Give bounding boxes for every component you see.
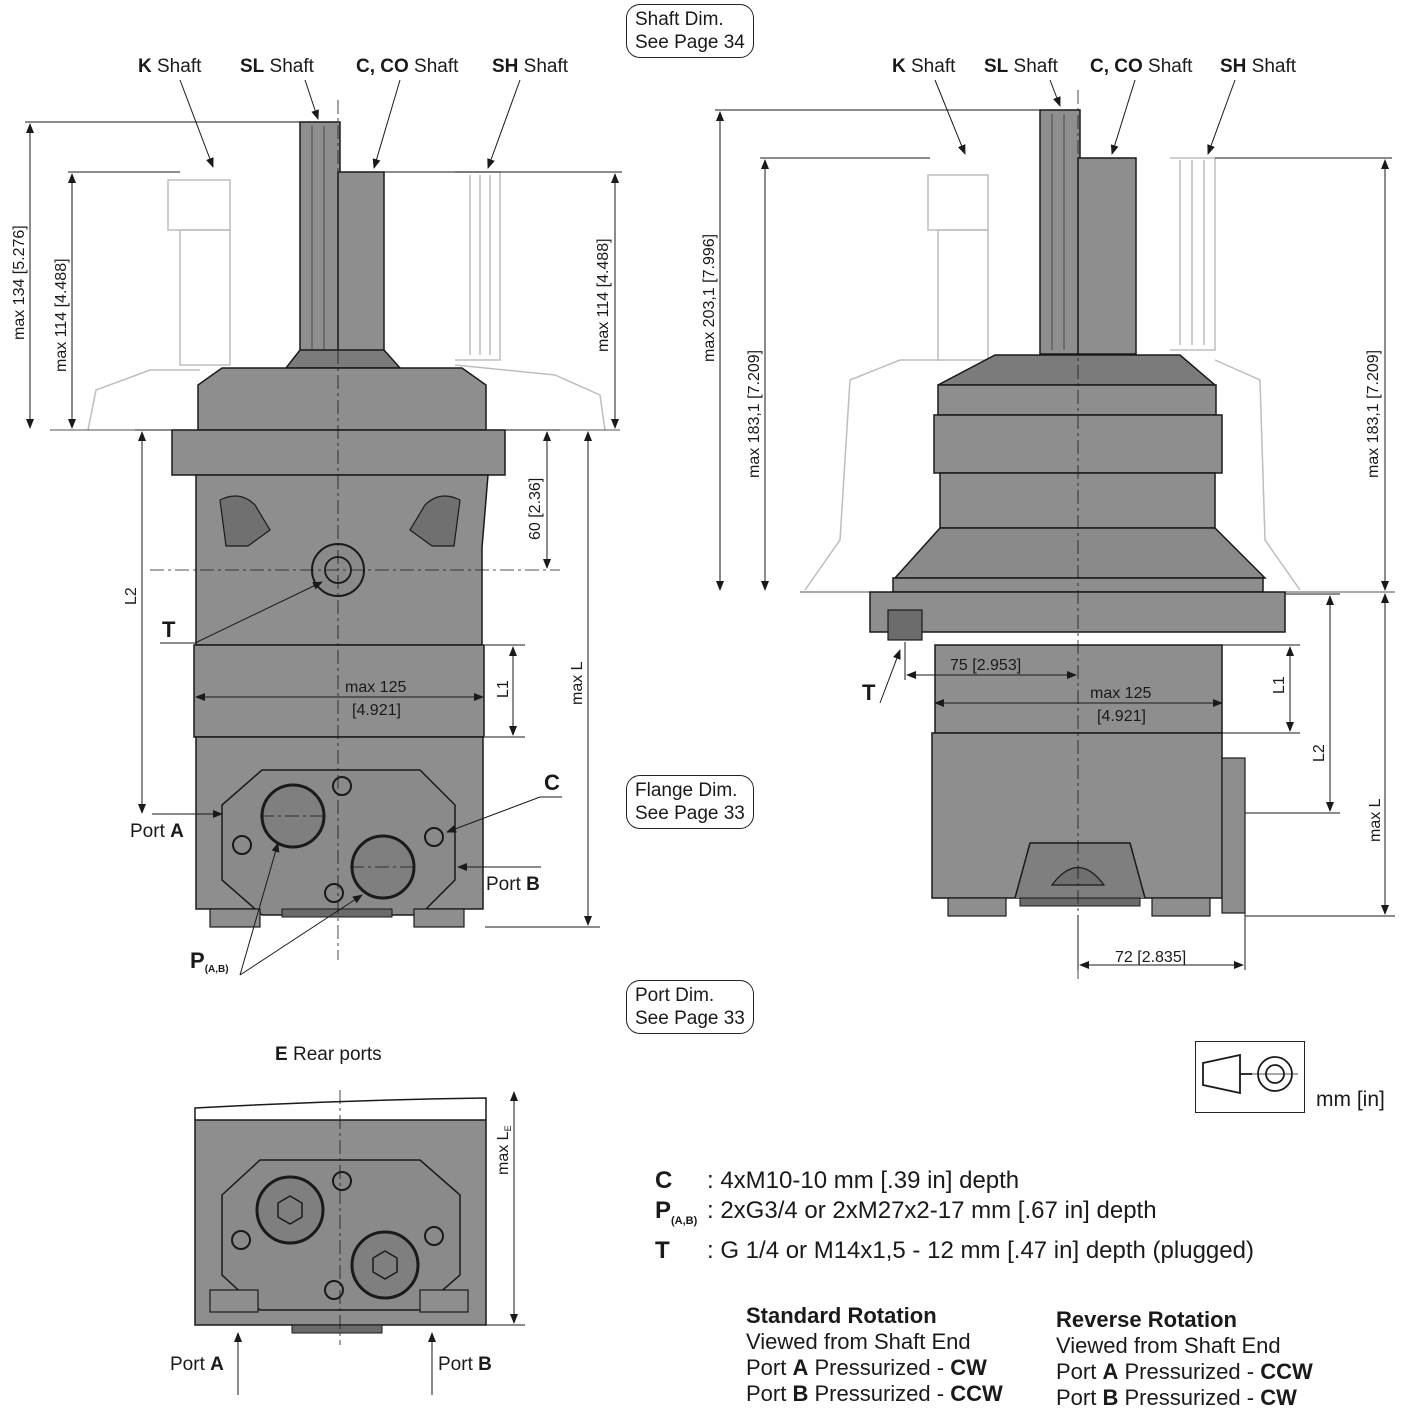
rear-port-b	[350, 1230, 420, 1300]
left-shaft-label-sh: SH Shaft	[492, 56, 569, 77]
dim-right-max125: max 125	[1090, 685, 1151, 702]
rear-port-a-label: Port A	[170, 1354, 224, 1375]
right-ghost-shafts	[804, 157, 1301, 591]
dim-left-max114-b: max 114 [4.488]	[595, 238, 612, 352]
left-port-a-label: Port A	[130, 821, 184, 842]
rear-port-b-label: Port B	[438, 1354, 492, 1375]
right-shaft-label-c: C, CO Shaft	[1090, 56, 1193, 77]
right-top-housing	[937, 384, 1217, 416]
left-label-p: P(A,B)	[190, 948, 229, 975]
note-flange-dim: Flange Dim. See Page 33	[626, 775, 754, 829]
left-label-t: T	[162, 617, 176, 642]
rear-view-title: E Rear ports	[275, 1044, 382, 1065]
note-port-dim: Port Dim. See Page 33	[626, 980, 754, 1034]
dim-left-maxl: max L	[569, 661, 586, 705]
dim-left-max125: max 125	[345, 679, 406, 696]
left-motor-view	[25, 79, 622, 976]
right-shaft-label-sl: SL Shaft	[984, 56, 1059, 77]
left-flange	[171, 429, 506, 476]
left-shaft-label-c: C, CO Shaft	[356, 56, 459, 77]
units-label: mm [in]	[1316, 1088, 1385, 1111]
left-top-housing	[197, 367, 487, 431]
projection-symbol	[1202, 1053, 1298, 1095]
dim-right-72: 72 [2.835]	[1115, 949, 1186, 966]
rear-ports-view	[194, 1090, 525, 1395]
dim-right-l1: L1	[1271, 676, 1288, 694]
left-shaft-label-sl: SL Shaft	[240, 56, 315, 77]
dim-left-60: 60 [2.36]	[527, 478, 544, 540]
dim-right-max183-b: max 183,1 [7.209]	[1365, 350, 1382, 478]
right-shaft-label-sh: SH Shaft	[1220, 56, 1297, 77]
dim-right-maxl: max L	[1367, 798, 1384, 842]
dim-right-l2: L2	[1311, 744, 1328, 762]
right-shaft-label-k: K Shaft	[892, 56, 956, 77]
right-flange-plate	[869, 591, 1286, 633]
right-body	[939, 472, 1216, 529]
right-sl-shaft	[1039, 109, 1081, 355]
dim-right-75: 75 [2.953]	[950, 657, 1021, 674]
right-c-shaft	[1077, 157, 1137, 355]
left-mid-band	[193, 644, 485, 738]
note-shaft-dim: Shaft Dim. See Page 34	[626, 4, 754, 58]
projection-symbol-frame	[1195, 1041, 1305, 1113]
legend-row-c: C : 4xM10-10 mm [.39 in] depth	[655, 1167, 1020, 1194]
left-port-b-label: Port B	[486, 874, 540, 895]
left-port-plate	[221, 769, 456, 916]
dim-right-max203: max 203,1 [7.996]	[701, 234, 718, 362]
dim-rear-maxle: max LE	[495, 1125, 513, 1175]
legend-row-p: P(A,B) : 2xG3/4 or 2xM27x2-17 mm [.67 in…	[655, 1197, 1157, 1227]
dim-left-max134: max 134 [5.276]	[11, 225, 28, 340]
dim-left-l2: L2	[123, 587, 140, 605]
dim-left-max125-in: [4.921]	[352, 702, 401, 719]
dim-left-l1: L1	[495, 680, 512, 698]
standard-rotation: Standard Rotation Viewed from Shaft End …	[746, 1303, 1003, 1406]
right-label-t: T	[862, 680, 876, 705]
left-shaft-label-k: K Shaft	[138, 56, 202, 77]
rear-port-a	[255, 1175, 325, 1245]
dim-right-max183-a: max 183,1 [7.209]	[746, 350, 763, 478]
left-sl-shaft	[299, 121, 341, 355]
port-legend: C : 4xM10-10 mm [.39 in] depth P(A,B) : …	[655, 1166, 1254, 1266]
right-motor-view	[715, 79, 1395, 980]
right-side-port	[1221, 757, 1246, 914]
dim-right-max125-in: [4.921]	[1097, 708, 1146, 725]
reverse-rotation: Reverse Rotation Viewed from Shaft End P…	[1056, 1307, 1313, 1410]
dim-left-max114-a: max 114 [4.488]	[53, 258, 70, 372]
left-shaft-collar	[284, 349, 402, 369]
legend-row-t: T : G 1/4 or M14x1,5 - 12 mm [.47 in] de…	[655, 1236, 1254, 1264]
left-c-shaft	[337, 171, 385, 355]
right-mid-band	[934, 644, 1223, 734]
right-flange-taper	[893, 527, 1267, 579]
left-label-c: C	[544, 770, 560, 795]
